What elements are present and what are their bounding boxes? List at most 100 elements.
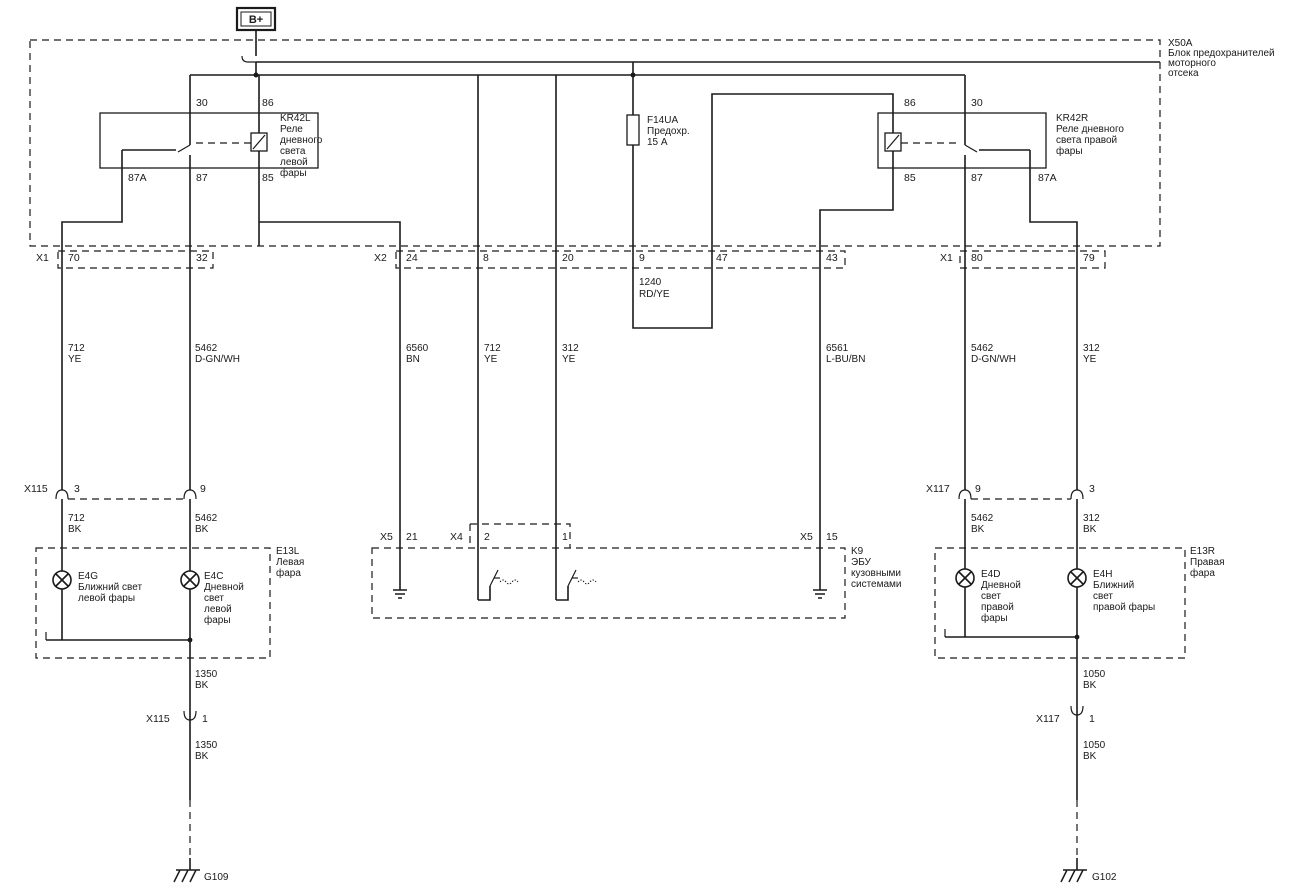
svg-text:312: 312: [1083, 513, 1100, 524]
fuse-id: F14UA: [647, 115, 678, 126]
connector-x1-right: X1 80 79: [940, 250, 1106, 269]
svg-text:BK: BK: [195, 680, 209, 691]
fuse-block-line-3: отсека: [1168, 68, 1199, 79]
svg-text:Ближний свет: Ближний свет: [78, 582, 142, 593]
svg-text:YE: YE: [484, 354, 498, 365]
svg-text:свет: свет: [204, 593, 224, 604]
lamp-e4d-icon: [955, 568, 975, 588]
svg-text:системами: системами: [851, 579, 902, 590]
fuse-block-line-2: моторного: [1168, 58, 1216, 69]
connector-x117: X117 9 3: [926, 483, 1095, 500]
svg-text:X5: X5: [800, 531, 813, 543]
svg-text:X5: X5: [380, 531, 393, 543]
svg-text:X115: X115: [146, 713, 170, 725]
svg-text:Левая: Левая: [276, 557, 304, 568]
relay-kr42l-pin-87: 87: [196, 172, 208, 184]
svg-text:X2: X2: [374, 252, 387, 264]
relay-kr42r-pin-86: 86: [904, 97, 916, 109]
svg-text:X115: X115: [24, 483, 48, 495]
svg-text:1: 1: [1089, 713, 1095, 725]
wire-left-85: [259, 221, 401, 500]
svg-text:E4C: E4C: [204, 571, 223, 582]
svg-text:X117: X117: [926, 483, 950, 495]
svg-text:E4H: E4H: [1093, 569, 1112, 580]
svg-text:левой: левой: [280, 157, 308, 168]
relay-kr42r-pin-30: 30: [971, 97, 983, 109]
fuse-block-title: X50A Блок предохранителей моторного отсе…: [1168, 38, 1275, 79]
connector-x1-left: X1 70 32: [36, 250, 214, 269]
svg-text:Реле дневного: Реле дневного: [1056, 124, 1124, 135]
lamp-e4h-icon: [1067, 568, 1087, 588]
svg-text:712: 712: [68, 343, 85, 354]
relay-kr42l-id: KR42L: [280, 113, 311, 124]
lamp-e4g-icon: [52, 570, 72, 590]
svg-text:312: 312: [1083, 343, 1100, 354]
svg-text:9: 9: [200, 483, 206, 495]
fuse-block-frame: [29, 39, 1161, 247]
connector-x2: X2 24 8 20 9 47 43: [374, 250, 846, 269]
svg-text:5462: 5462: [195, 513, 218, 524]
ground-g102-icon: [1060, 858, 1087, 883]
svg-text:левой фары: левой фары: [78, 592, 135, 604]
svg-text:9: 9: [639, 252, 645, 264]
connector-x115-ground: X115 1: [146, 710, 208, 725]
module-input-switch-a-icon: [478, 569, 519, 601]
lamp-e4c-icon: [180, 570, 200, 590]
svg-text:80: 80: [971, 252, 983, 264]
relay-kr42r-pin-85: 85: [904, 172, 916, 184]
svg-text:свет: свет: [981, 591, 1001, 602]
lamp-e13r-id: E13R: [1190, 546, 1215, 557]
lamp-assembly-e13r: E13R Правая фара E4D Дневной свет правой…: [934, 546, 1225, 659]
svg-text:32: 32: [196, 252, 208, 264]
svg-text:2: 2: [484, 531, 490, 543]
svg-text:X1: X1: [940, 252, 953, 264]
wire-label-1240-color: RD/YE: [639, 289, 670, 300]
svg-text:3: 3: [74, 483, 80, 495]
svg-text:1050: 1050: [1083, 740, 1106, 751]
svg-text:15 А: 15 А: [647, 137, 668, 148]
svg-text:дневного: дневного: [280, 135, 323, 146]
svg-text:1: 1: [562, 531, 568, 543]
upper-wire-labels: 712 YE 5462 D-GN/WH 6560 BN 712 YE 312 Y…: [68, 343, 1100, 365]
svg-text:фары: фары: [981, 612, 1008, 624]
module-ground-right-icon: [813, 500, 827, 599]
svg-text:312: 312: [562, 343, 579, 354]
connector-x115: X115 3 9: [24, 483, 206, 500]
svg-text:E4G: E4G: [78, 571, 98, 582]
svg-text:21: 21: [406, 531, 418, 543]
svg-text:8: 8: [483, 252, 489, 264]
svg-text:712: 712: [484, 343, 501, 354]
relay-kr42r: 86 30 85 87 87A KR42R Реле дневного свет…: [819, 75, 1124, 500]
ground-g109-icon: [173, 858, 200, 883]
svg-text:света правой: света правой: [1056, 135, 1117, 146]
svg-text:YE: YE: [562, 354, 576, 365]
relay-kr42r-id: KR42R: [1056, 113, 1088, 124]
svg-text:D-GN/WH: D-GN/WH: [195, 354, 240, 365]
svg-text:правой: правой: [981, 602, 1014, 613]
fuse-f14ua: F14UA Предохр. 15 А: [626, 62, 894, 329]
svg-text:BK: BK: [1083, 751, 1097, 762]
svg-text:Дневной: Дневной: [204, 582, 244, 593]
svg-text:кузовными: кузовными: [851, 568, 901, 579]
relay-kr42l-pin-86: 86: [262, 97, 274, 109]
svg-text:фары: фары: [204, 614, 231, 626]
svg-text:X1: X1: [36, 252, 49, 264]
svg-text:1350: 1350: [195, 740, 218, 751]
svg-text:1350: 1350: [195, 669, 218, 680]
relay-kr42r-contact: [964, 144, 978, 153]
relay-kr42r-pin-87: 87: [971, 172, 983, 184]
svg-text:5462: 5462: [971, 513, 994, 524]
fuse-block-id: X50A: [1168, 38, 1193, 49]
lamp-e13l-id: E13L: [276, 546, 300, 557]
svg-text:Дневной: Дневной: [981, 580, 1021, 591]
svg-text:1050: 1050: [1083, 669, 1106, 680]
lamp-assembly-e13l: E13L Левая фара E4G Ближний свет левой ф…: [35, 546, 304, 659]
svg-text:фары: фары: [1056, 145, 1083, 157]
svg-text:BK: BK: [195, 751, 209, 762]
fuse-block-line-1: Блок предохранителей: [1168, 48, 1275, 59]
module-k9: X5 21 X4 2 1 X5 15 K9 ЭБУ кузовными сист…: [371, 500, 902, 619]
module-input-switch-b-icon: [556, 569, 597, 601]
svg-text:YE: YE: [68, 354, 82, 365]
svg-text:BK: BK: [68, 524, 82, 535]
